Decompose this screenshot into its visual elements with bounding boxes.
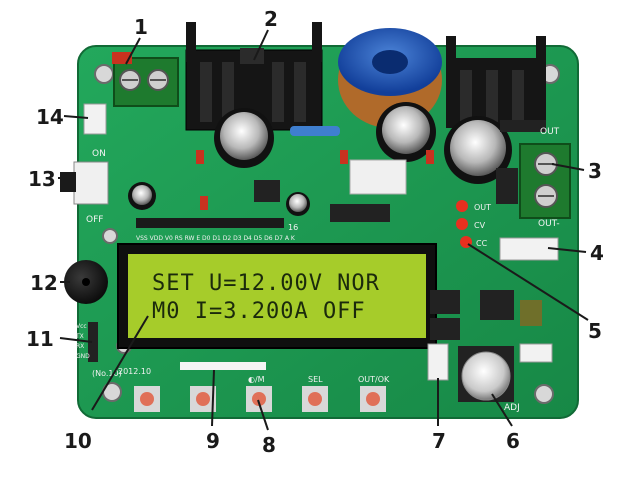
encoder-label: ADJ bbox=[504, 403, 520, 413]
button-ok-label: OUT/OK bbox=[358, 375, 390, 384]
callout-1: 1 bbox=[134, 15, 148, 39]
rotary-encoder: ADJ bbox=[458, 346, 520, 413]
switch-on-label: ON bbox=[92, 149, 106, 159]
button-mode-label: ◐/M bbox=[248, 375, 265, 384]
lcd-module: SET U=12.00V NOR M0 I=3.200A OFF bbox=[117, 243, 437, 349]
callout-13: 13 bbox=[28, 167, 56, 191]
output-terminal: OUT OUT- bbox=[519, 127, 571, 229]
uart-header: Vcc TX RX GND (No.10) 2012.10 bbox=[75, 322, 151, 378]
lcd-line-1: SET U=12.00V NOR bbox=[152, 271, 380, 296]
lcd-pin-labels: VSS VDD V0 RS RW E D0 D1 D2 D3 D4 D5 D6 … bbox=[136, 235, 296, 242]
header-label-tx: TX bbox=[75, 333, 84, 340]
output-label-top: OUT bbox=[540, 127, 560, 137]
led-out bbox=[456, 200, 468, 212]
callout-12: 12 bbox=[30, 271, 58, 295]
callout-3: 3 bbox=[588, 159, 602, 183]
callout-6: 6 bbox=[506, 429, 520, 453]
header-label-gnd: GND bbox=[76, 353, 90, 360]
ic-chips bbox=[430, 290, 553, 363]
side-connector-top bbox=[83, 103, 107, 135]
heatsink-right bbox=[446, 36, 546, 128]
header-label-rx: RX bbox=[76, 343, 84, 350]
switch-off-label: OFF bbox=[86, 215, 103, 225]
lcd-pin-header: VSS VDD V0 RS RW E D0 D1 D2 D3 D4 D5 D6 … bbox=[136, 218, 298, 242]
capacitors bbox=[128, 102, 512, 216]
small-components bbox=[196, 120, 546, 222]
small-connector bbox=[427, 343, 449, 381]
button-sel-label: SEL bbox=[308, 375, 323, 384]
callout-2: 2 bbox=[264, 7, 278, 31]
lcd-line-2: M0 I=3.200A OFF bbox=[152, 299, 366, 324]
ribbon-connector bbox=[180, 362, 266, 370]
callout-10: 10 bbox=[64, 429, 92, 453]
callout-labels: 1 2 3 4 5 6 7 8 9 10 11 12 13 14 bbox=[26, 7, 604, 457]
led-cv-label: CV bbox=[474, 221, 486, 230]
led-out-label: OUT bbox=[474, 203, 491, 212]
lcd-pin16-label: 16 bbox=[288, 223, 298, 232]
led-cc-label: CC bbox=[476, 239, 488, 248]
output-label-bottom: OUT- bbox=[538, 219, 560, 229]
callout-14: 14 bbox=[36, 105, 64, 129]
callout-8: 8 bbox=[262, 433, 276, 457]
led-cv bbox=[456, 218, 468, 230]
board-version: (No.10) bbox=[92, 369, 122, 378]
callout-leaders bbox=[58, 29, 589, 431]
callout-4: 4 bbox=[590, 241, 604, 265]
buzzer bbox=[64, 260, 108, 304]
input-terminal bbox=[112, 52, 179, 107]
push-buttons: ◐/M SEL OUT/OK bbox=[134, 375, 390, 412]
callout-5: 5 bbox=[588, 319, 602, 343]
callout-9: 9 bbox=[206, 429, 220, 453]
header-label-vcc: Vcc bbox=[76, 323, 87, 330]
board-date: 2012.10 bbox=[118, 367, 151, 376]
callout-7: 7 bbox=[432, 429, 446, 453]
callout-11: 11 bbox=[26, 327, 54, 351]
